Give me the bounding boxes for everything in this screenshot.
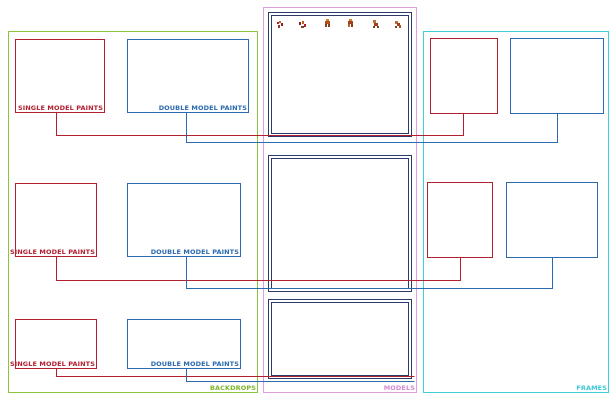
frame-double-box [510,38,604,114]
double-model-paint-box [127,319,241,369]
frame-double-box [506,182,598,258]
single-model-paint-box [15,39,105,113]
model-panel [268,12,412,137]
single-model-paints-label: SINGLE MODEL PAINTS [10,248,95,256]
model-panel [268,299,412,379]
frames-group [423,31,609,393]
figure-icon [395,21,401,28]
backdrops-label: BACKDROPS [210,384,256,392]
figure-icon [325,19,330,27]
single-connector [56,113,464,136]
double-connector [186,369,415,382]
frames-label: FRAMES [576,384,607,392]
single-connector [56,257,461,281]
backdrops-group [8,31,258,393]
models-group [263,7,417,393]
double-model-paints-label: DOUBLE MODEL PAINTS [159,104,248,112]
double-model-paints-label: DOUBLE MODEL PAINTS [151,248,240,256]
double-model-paint-box [127,183,241,257]
gem-icon [299,21,306,28]
single-model-paint-box [15,319,97,369]
double-connector [186,257,553,289]
models-label: MODELS [384,384,415,392]
double-model-paints-label: DOUBLE MODEL PAINTS [151,360,240,368]
double-connector [186,113,558,143]
frame-single-box [427,182,493,258]
single-model-paints-label: SINGLE MODEL PAINTS [10,360,95,368]
figure-icon [348,19,353,27]
single-connector [56,369,415,377]
double-model-paint-box [127,39,249,113]
single-model-paint-box [15,183,97,257]
model-panel [268,155,412,292]
figure-icon [373,20,379,28]
frame-single-box [430,38,498,114]
gem-icon [277,21,283,28]
single-model-paints-label: SINGLE MODEL PAINTS [18,104,103,112]
